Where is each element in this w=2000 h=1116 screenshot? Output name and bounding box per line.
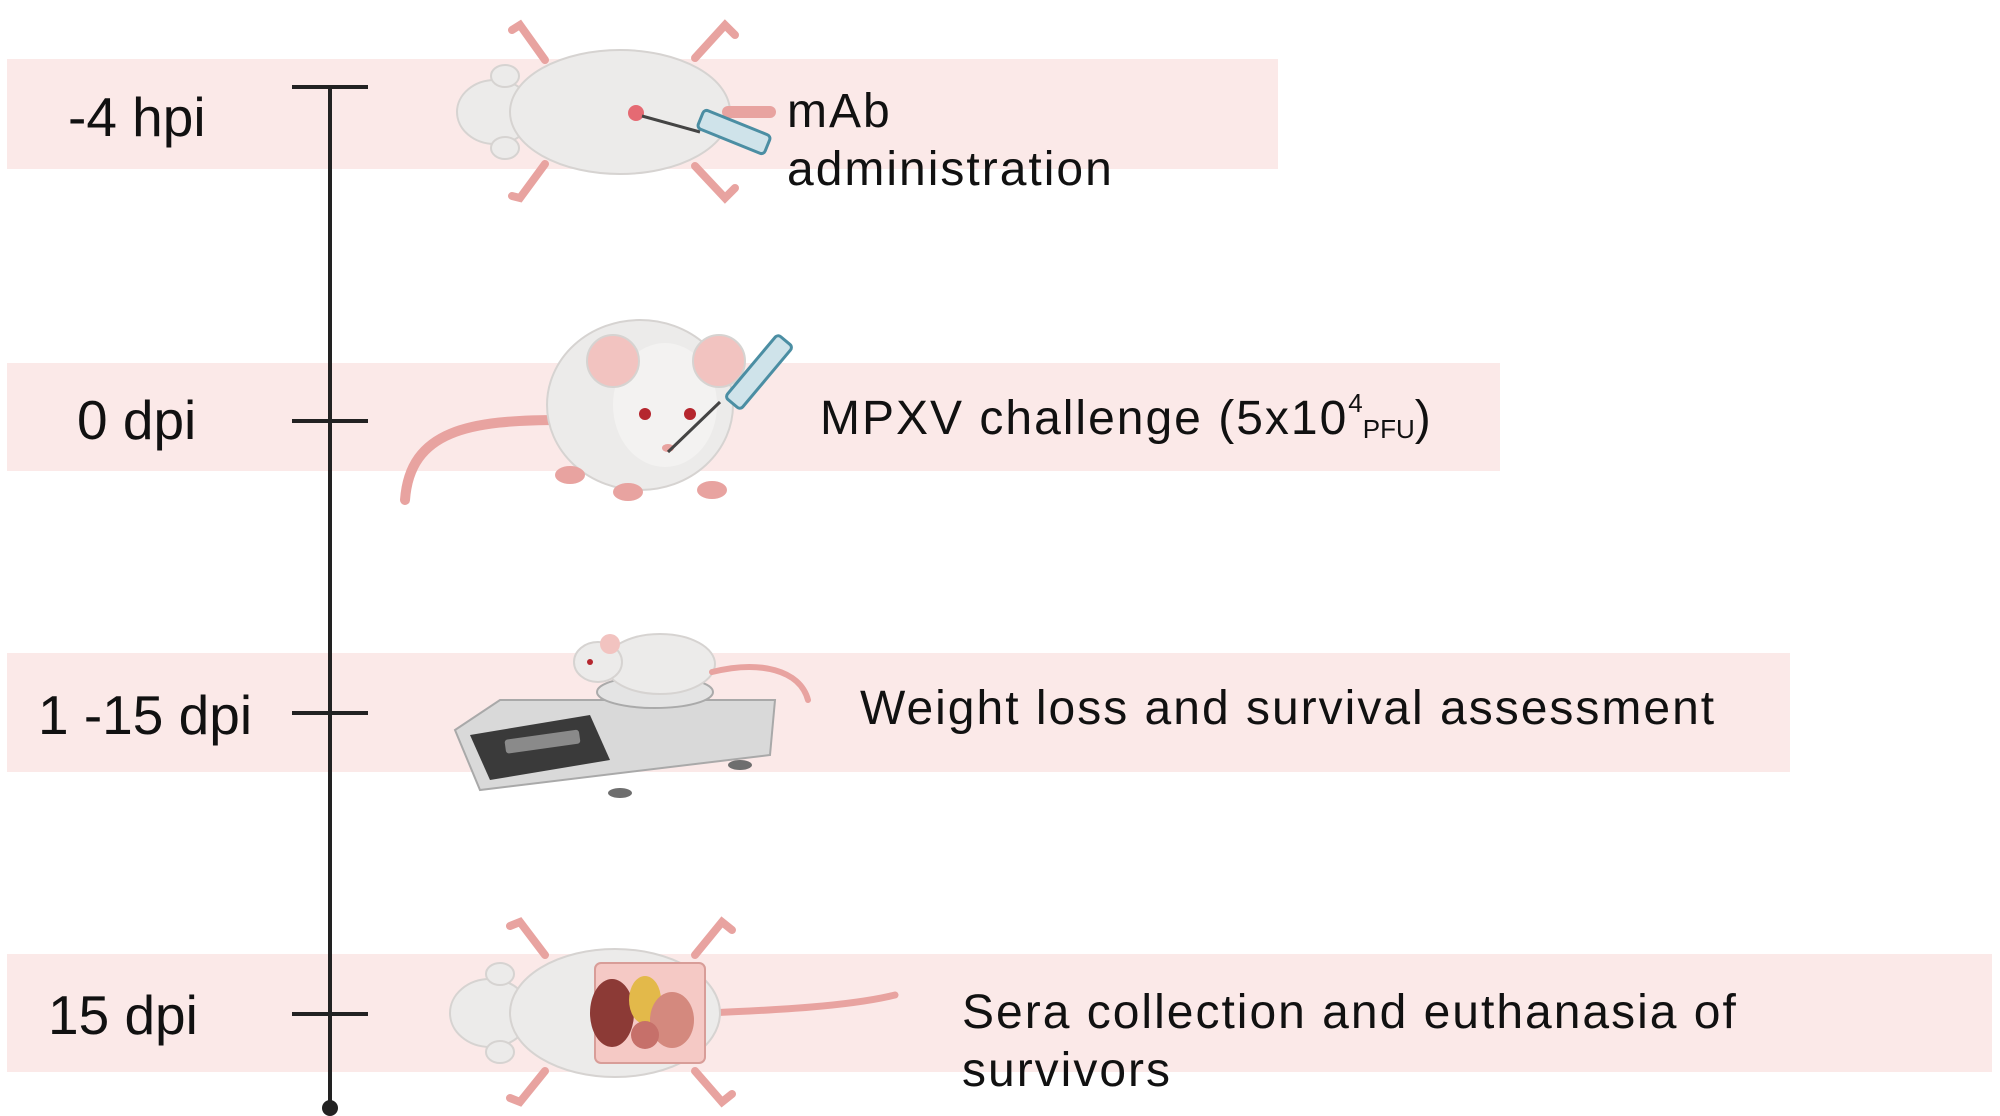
time-label-2: 0 dpi: [77, 389, 197, 451]
step-description-1-line-2: administration: [787, 142, 1114, 196]
step-description-4: Sera collection and euthanasia of surviv…: [962, 984, 1738, 1099]
step-description-2: MPXV challenge (5x104PFU): [820, 388, 1433, 448]
unit-subscript: PFU: [1362, 414, 1415, 444]
step-description-2-main: MPXV challenge (5x10: [820, 392, 1349, 445]
exponent: 4: [1348, 388, 1363, 418]
axis-end-dot: [322, 1100, 338, 1116]
mouse-on-scale-icon: [453, 633, 811, 798]
step-description-1-line-1: mAb: [787, 85, 892, 138]
step-description-4-line-2: survivors: [962, 1043, 1173, 1097]
closing-paren: ): [1414, 392, 1433, 445]
time-label-3: 1 -15 dpi: [38, 684, 253, 746]
time-label-4: 15 dpi: [48, 984, 198, 1046]
mouse-injection-icon: [456, 19, 776, 204]
step-description-4-line-1: Sera collection and euthanasia of: [962, 986, 1738, 1039]
dissected-mouse-icon: [449, 916, 899, 1108]
step-description-1: mAb administration: [787, 83, 1114, 198]
time-label-1: -4 hpi: [68, 86, 206, 148]
mouse-challenge-icon: [400, 319, 793, 505]
step-description-3: Weight loss and survival assessment: [860, 680, 1716, 738]
step-description-3-line-1: Weight loss and survival assessment: [860, 682, 1717, 735]
